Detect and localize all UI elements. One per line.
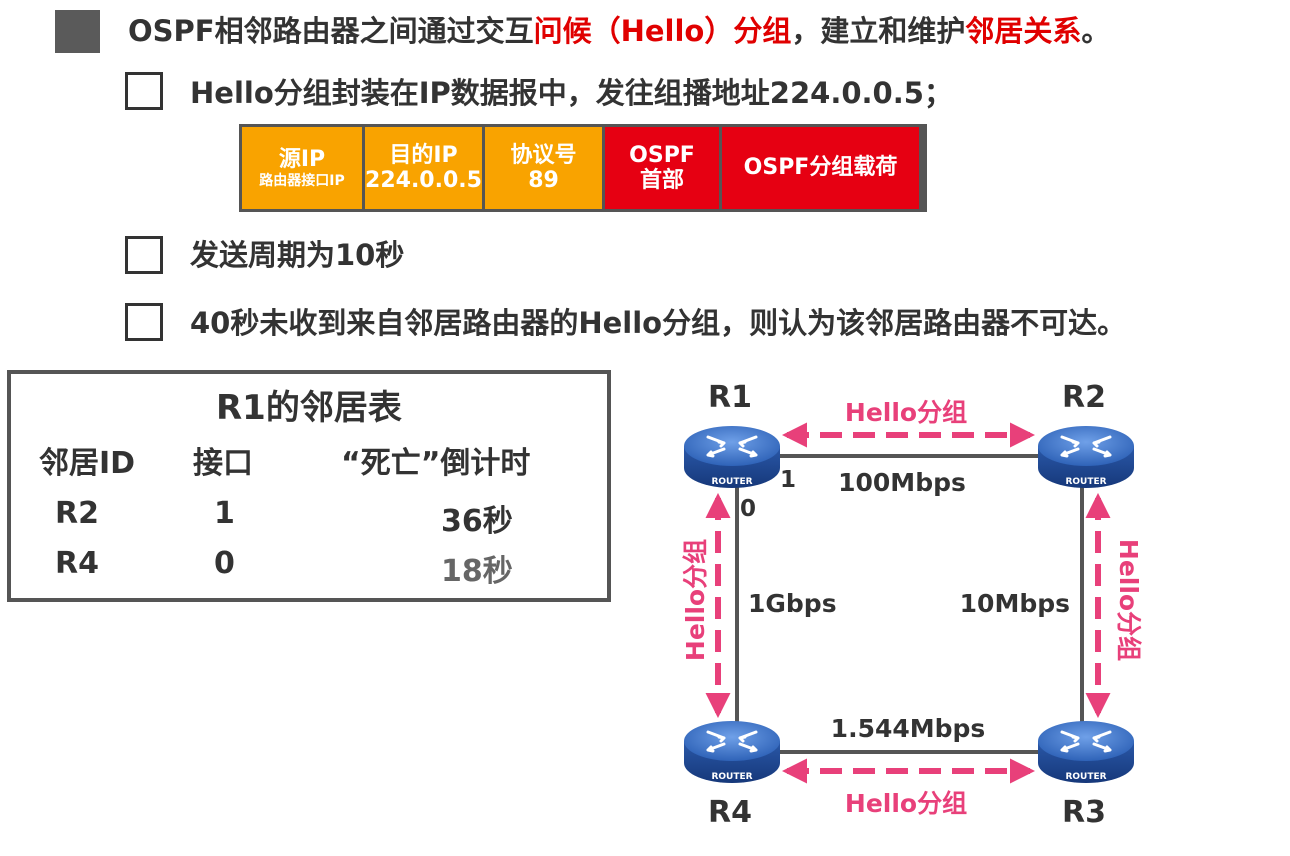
table-header-dead-timer: “死亡”倒计时 bbox=[341, 446, 531, 481]
router-r2-caption: ROUTER bbox=[1065, 477, 1106, 487]
r1-interface-1: 1 bbox=[780, 467, 796, 493]
hello-label-left: Hello分组 bbox=[681, 539, 710, 661]
title-part-end: 。 bbox=[1081, 14, 1111, 48]
table-cell-r4-interface: 0 bbox=[214, 546, 235, 581]
field-protocol: 协议号 89 bbox=[485, 127, 602, 209]
link-speed-r4-r3: 1.544Mbps bbox=[831, 714, 986, 743]
field-dest-ip-value: 224.0.0.5 bbox=[365, 168, 482, 193]
title-bullet-square bbox=[55, 10, 100, 53]
router-r4-caption: ROUTER bbox=[711, 772, 752, 782]
table-cell-r2-interface: 1 bbox=[214, 496, 235, 531]
link-speed-r2-r3: 10Mbps bbox=[960, 589, 1070, 618]
bullet-checkbox-3 bbox=[125, 303, 163, 341]
router-r4-icon: ROUTER bbox=[682, 719, 782, 785]
ip-datagram-format: 源IP 路由器接口IP 目的IP 224.0.0.5 协议号 89 OSPF 首… bbox=[239, 124, 927, 212]
field-source-ip-label: 源IP bbox=[278, 147, 326, 173]
router-r2-label: R2 bbox=[1062, 380, 1106, 415]
router-r2-icon: ROUTER bbox=[1036, 424, 1136, 490]
table-cell-r4-timer: 18秒 bbox=[441, 554, 513, 589]
table-header-neighbor-id: 邻居ID bbox=[39, 446, 136, 481]
router-r1-label: R1 bbox=[708, 380, 752, 415]
router-r4-label: R4 bbox=[708, 795, 752, 830]
bullet-text-1: Hello分组封装在IP数据报中，发往组播地址224.0.0.5； bbox=[190, 76, 953, 110]
neighbor-table-title: R1的邻居表 bbox=[216, 388, 402, 428]
router-r3-icon: ROUTER bbox=[1036, 719, 1136, 785]
title-part-neighbor: 邻居关系 bbox=[965, 14, 1082, 48]
field-ospf-header-line1: OSPF bbox=[629, 142, 695, 168]
table-cell-r2-timer: 36秒 bbox=[441, 504, 513, 539]
neighbor-table: R1的邻居表 邻居ID 接口 “死亡”倒计时 R2 1 36秒 R4 0 18秒 bbox=[7, 370, 611, 602]
router-r3-caption: ROUTER bbox=[1065, 772, 1106, 782]
router-r3-label: R3 bbox=[1062, 795, 1106, 830]
field-dest-ip-label: 目的IP bbox=[389, 142, 458, 168]
field-ospf-header-line2: 首部 bbox=[639, 168, 684, 193]
hello-label-bottom: Hello分组 bbox=[845, 789, 967, 818]
field-source-ip: 源IP 路由器接口IP bbox=[242, 127, 362, 209]
field-protocol-value: 89 bbox=[528, 168, 559, 193]
title-part-3: ，建立和维护 bbox=[791, 14, 966, 48]
table-cell-r2-id: R2 bbox=[55, 496, 99, 531]
link-speed-r1-r4: 1Gbps bbox=[748, 589, 837, 618]
table-cell-r4-id: R4 bbox=[55, 546, 99, 581]
hello-label-top: Hello分组 bbox=[845, 398, 967, 427]
link-speed-r1-r2: 100Mbps bbox=[838, 468, 966, 497]
title-part-hello: 问候（Hello）分组 bbox=[533, 14, 792, 48]
field-ospf-header: OSPF 首部 bbox=[605, 127, 719, 209]
bullet-checkbox-2 bbox=[125, 236, 163, 274]
page-title: OSPF相邻路由器之间通过交互问候（Hello）分组，建立和维护邻居关系。 bbox=[128, 8, 1110, 50]
table-header-interface: 接口 bbox=[193, 446, 253, 481]
bullet-checkbox-1 bbox=[125, 72, 163, 110]
bullet-text-3: 40秒未收到来自邻居路由器的Hello分组，则认为该邻居路由器不可达。 bbox=[190, 306, 1127, 340]
r1-interface-0: 0 bbox=[740, 496, 756, 522]
field-ospf-payload: OSPF分组载荷 bbox=[722, 127, 919, 209]
field-dest-ip: 目的IP 224.0.0.5 bbox=[365, 127, 482, 209]
router-r1-icon: ROUTER bbox=[682, 424, 782, 490]
title-part-1: OSPF相邻路由器之间通过交互 bbox=[128, 14, 534, 48]
field-ospf-payload-label: OSPF分组载荷 bbox=[743, 155, 898, 181]
field-source-ip-value: 路由器接口IP bbox=[259, 172, 345, 189]
bullet-text-2: 发送周期为10秒 bbox=[190, 238, 405, 272]
hello-label-right: Hello分组 bbox=[1114, 539, 1143, 661]
router-r1-caption: ROUTER bbox=[711, 477, 752, 487]
field-protocol-label: 协议号 bbox=[510, 142, 577, 168]
